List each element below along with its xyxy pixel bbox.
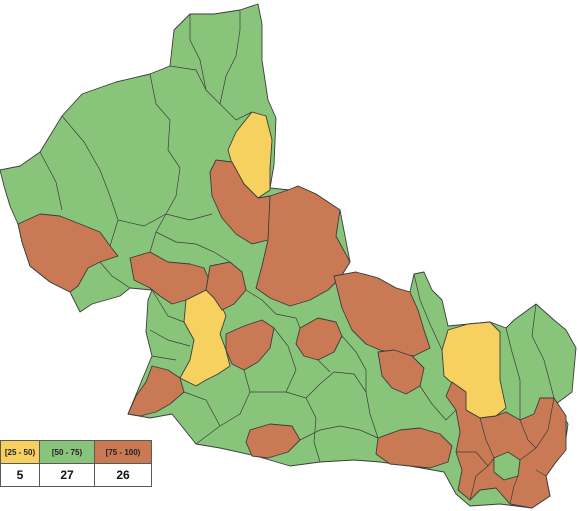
map-region-high-8 (295, 317, 343, 361)
legend-counts-row: 5 27 26 (0, 463, 152, 487)
legend-range-mid: [50 - 75) (39, 440, 95, 464)
legend-count-low: 5 (0, 463, 40, 487)
legend-count-high: 26 (94, 463, 152, 487)
map-region-high-11 (245, 423, 301, 459)
map-region-high-12 (375, 427, 453, 469)
legend: [25 - 50) [50 - 75) [75 - 100) 5 27 26 (0, 440, 152, 487)
map-region-high-6 (205, 261, 247, 311)
map-region-high-7 (225, 319, 275, 371)
legend-count-mid: 27 (39, 463, 95, 487)
legend-ranges-row: [25 - 50) [50 - 75) [75 - 100) (0, 440, 152, 464)
municipality-borders (39, 10, 555, 505)
legend-range-low: [25 - 50) (0, 440, 40, 464)
map-region-high-4 (333, 271, 431, 357)
legend-range-high: [75 - 100) (94, 440, 152, 464)
map-region-high-9 (127, 365, 185, 417)
